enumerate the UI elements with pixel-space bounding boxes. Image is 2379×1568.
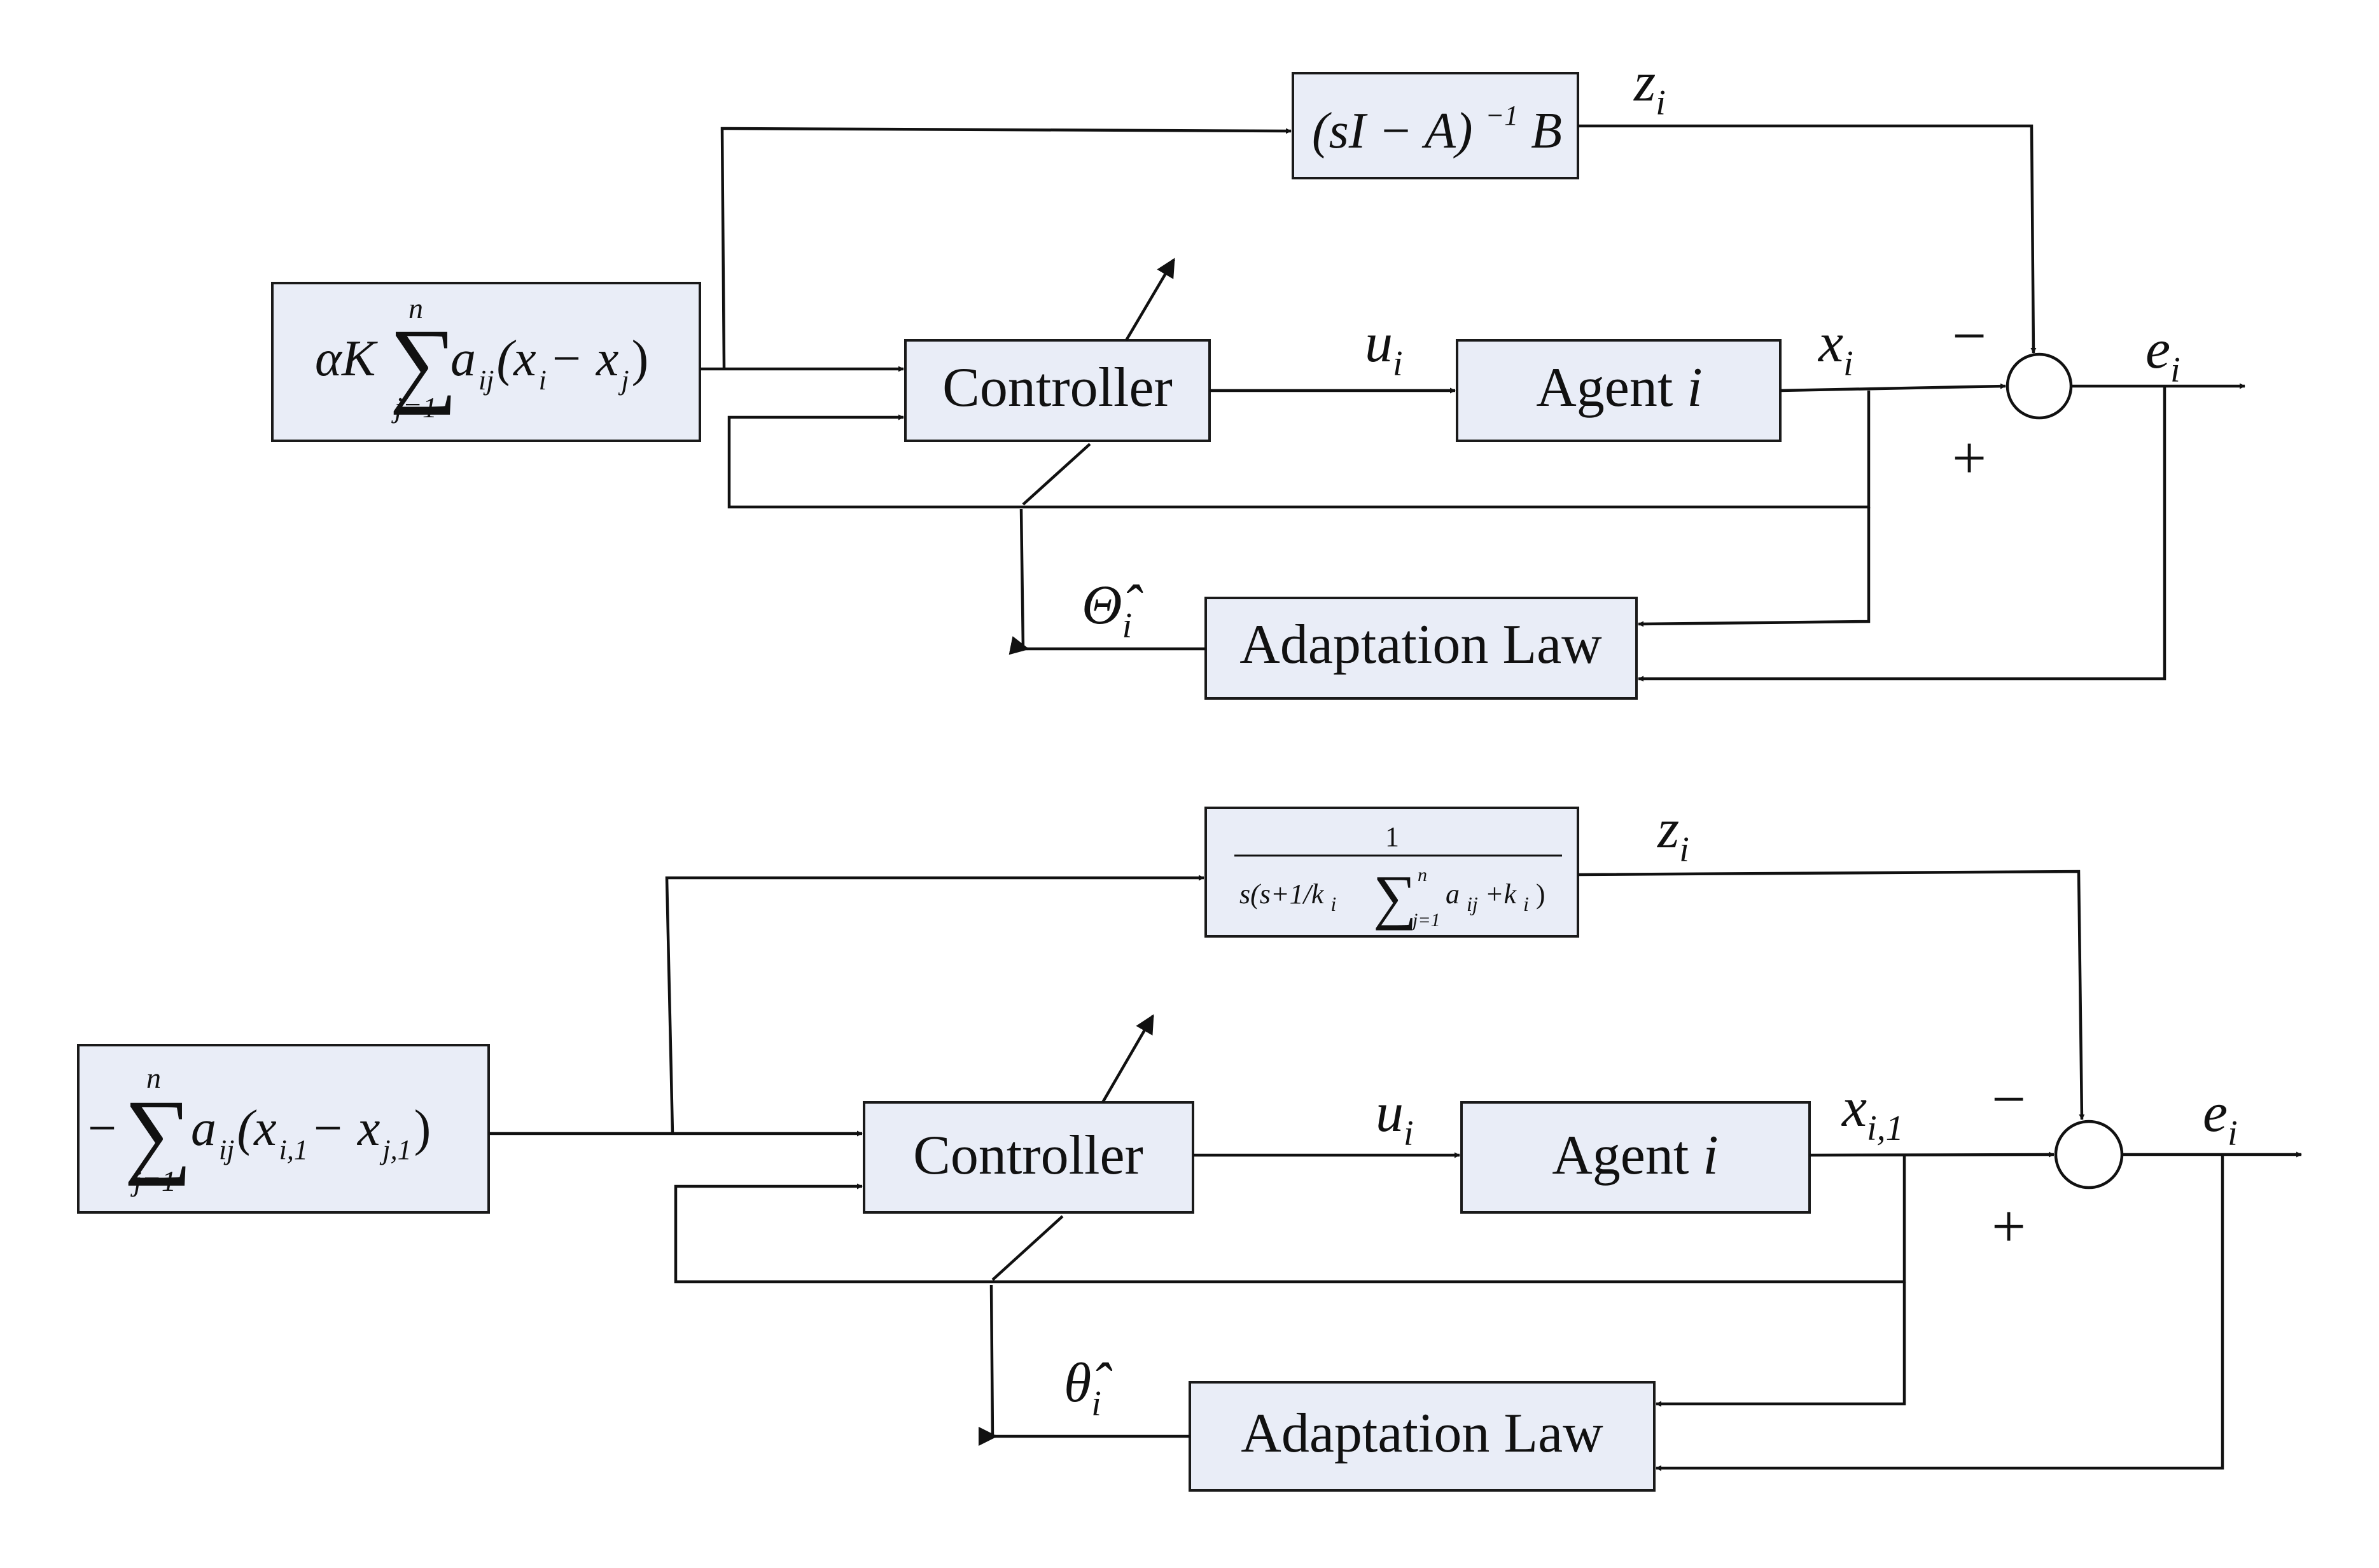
bottom-adaptation-law-block: Adaptation Law [1189,1381,1656,1492]
bottom-sum-upper-limit: n [146,1062,161,1094]
top-wire-state-feedback [727,391,1871,509]
bottom-plus-sign: + [1992,1192,2026,1260]
bottom-summing-junction [2054,1120,2124,1190]
top-input-expression: αK ∑ a ij (x i − x j ) [315,310,648,415]
top-adaptation-law-block: Adaptation Law [1204,597,1638,700]
bottom-adjust-arrow [1101,1014,1154,1104]
top-wire-x-to-adaptation [1638,507,1871,627]
top-transfer-block-rect [1292,72,1579,179]
bottom-transfer-numerator: 1 [1385,821,1399,852]
bottom-wire-state-feedback [674,1155,1906,1284]
top-wire-to-transfer [720,127,1292,370]
top-wire-theta-to-controller [1022,443,1091,506]
top-wire-z-to-junction [1578,124,2037,354]
top-transfer-expression: (sI − A) −1 B [1312,80,1562,159]
bottom-label-u: ui [1376,1082,1414,1153]
bottom-agent-block: Agent i [1460,1101,1811,1214]
bottom-wires [489,870,2302,1471]
top-wire-x-to-junction [1780,383,2006,392]
bottom-minus-sign: − [1992,1065,2026,1133]
bottom-label-x: xi,1 [1841,1077,1904,1148]
top-label-u: ui [1365,312,1403,384]
bottom-input-block-rect [77,1044,490,1214]
bottom-agent-label: Agent i [1552,1125,1719,1186]
top-label-z: zi [1633,52,1666,123]
bottom-label-z: zi [1657,798,1689,870]
bottom-wire-to-transfer [665,875,1204,1134]
bottom-adaptation-label: Adaptation Law [1241,1403,1603,1464]
top-controller-block: Controller [904,339,1211,442]
top-agent-rect [1456,339,1782,442]
top-theta-arrowhead [1008,635,1029,655]
bottom-transfer-function-block: 1 s(s+1/k i ∑ a ij +k i ) n j=1 [1204,807,1579,938]
bottom-wire-z-to-junction [1577,870,2085,1120]
bottom-label-theta-hat: θ̂i [1064,1352,1112,1424]
top-agent-label: Agent i [1536,357,1703,419]
top-minus-sign: − [1952,302,1986,370]
bottom-controller-block: Controller [863,1101,1194,1214]
top-adjust-arrow [1125,258,1175,342]
top-sum-upper-limit: n [408,292,423,324]
top-controller-rect [904,339,1211,442]
bottom-consensus-input-block: − ∑ a ij (x i,1 − x j,1 ) n j=1 [77,1044,490,1214]
top-adaptation-rect [1204,597,1638,700]
bottom-wire-x-to-adaptation [1656,1282,1906,1407]
top-transfer-function-block: (sI − A) −1 B [1292,72,1579,179]
top-label-e: ei [2145,319,2180,390]
bottom-transfer-denominator: s(s+1/k i ∑ a ij +k i ) [1239,863,1545,931]
top-label-theta-hat: Θ̂i [1082,574,1143,646]
bottom-den-sum-lower-limit: j=1 [1410,910,1441,931]
top-label-x: xi [1817,312,1853,384]
bottom-sum-lower-limit: j=1 [130,1165,176,1197]
top-agent-block: Agent i [1456,339,1782,442]
bottom-controller-label: Controller [913,1125,1143,1186]
bottom-agent-rect [1460,1101,1811,1214]
bottom-label-e: ei [2203,1082,2238,1153]
top-controller-label: Controller [942,357,1173,419]
top-diagram: αK ∑ a ij (x i − x j ) n j=1 (sI − A) −1… [271,52,2245,700]
bottom-wire-e-to-adaptation [1656,1155,2224,1471]
top-input-block-rect [271,282,701,442]
top-plus-sign: + [1952,424,1986,492]
top-wires [700,124,2245,682]
top-sum-lower-limit: j=1 [391,391,437,424]
bottom-controller-rect [863,1101,1194,1214]
bottom-input-expression: − ∑ a ij (x i,1 − x j,1 ) [88,1081,431,1186]
top-wire-e-to-adaptation [1638,386,2166,682]
bottom-den-sum-upper-limit: n [1418,864,1427,885]
bottom-adaptation-rect [1189,1381,1656,1492]
bottom-wire-theta-to-controller [991,1215,1064,1281]
bottom-diagram: − ∑ a ij (x i,1 − x j,1 ) n j=1 1 s(s+1/… [77,798,2302,1492]
top-summing-junction [2006,352,2073,420]
top-consensus-input-block: αK ∑ a ij (x i − x j ) n j=1 [271,282,701,442]
bottom-transfer-block-rect [1204,807,1579,938]
top-adaptation-label: Adaptation Law [1239,614,1602,676]
